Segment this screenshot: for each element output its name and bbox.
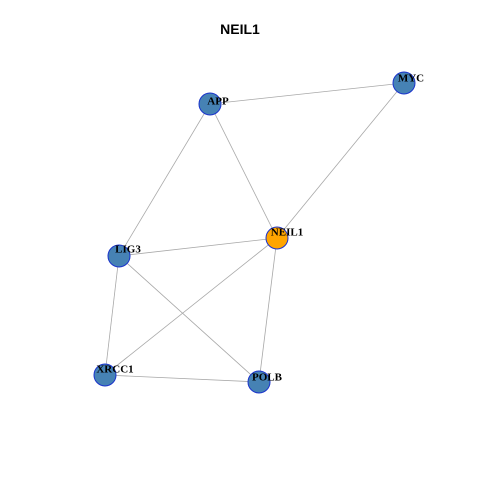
node-label-myc: MYC xyxy=(398,73,424,85)
edge-neil1-xrcc1 xyxy=(104,237,278,376)
node-label-xrcc1: XRCC1 xyxy=(96,364,133,376)
node-label-polb: POLB xyxy=(252,372,283,384)
edge-xrcc1-polb xyxy=(104,374,260,383)
edge-lig3-neil1 xyxy=(118,237,278,257)
edge-neil1-polb xyxy=(258,237,278,383)
node-neil1 xyxy=(265,226,289,250)
node-xrcc1 xyxy=(93,363,117,387)
node-label-lig3: LIG3 xyxy=(115,244,141,256)
edge-app-neil1 xyxy=(209,103,278,239)
edge-lig3-polb xyxy=(118,255,260,383)
edge-lig3-xrcc1 xyxy=(104,255,120,376)
edge-myc-neil1 xyxy=(276,82,405,239)
figure-title: NEIL1 xyxy=(220,21,260,37)
node-polb xyxy=(247,370,271,394)
node-lig3 xyxy=(107,244,131,268)
edge-layer xyxy=(104,82,405,383)
node-label-app: APP xyxy=(207,96,229,108)
node-label-neil1: NEIL1 xyxy=(271,227,303,239)
edge-app-myc xyxy=(209,82,405,105)
node-myc xyxy=(392,71,416,95)
edge-app-lig3 xyxy=(118,103,211,257)
node-app xyxy=(198,92,222,116)
